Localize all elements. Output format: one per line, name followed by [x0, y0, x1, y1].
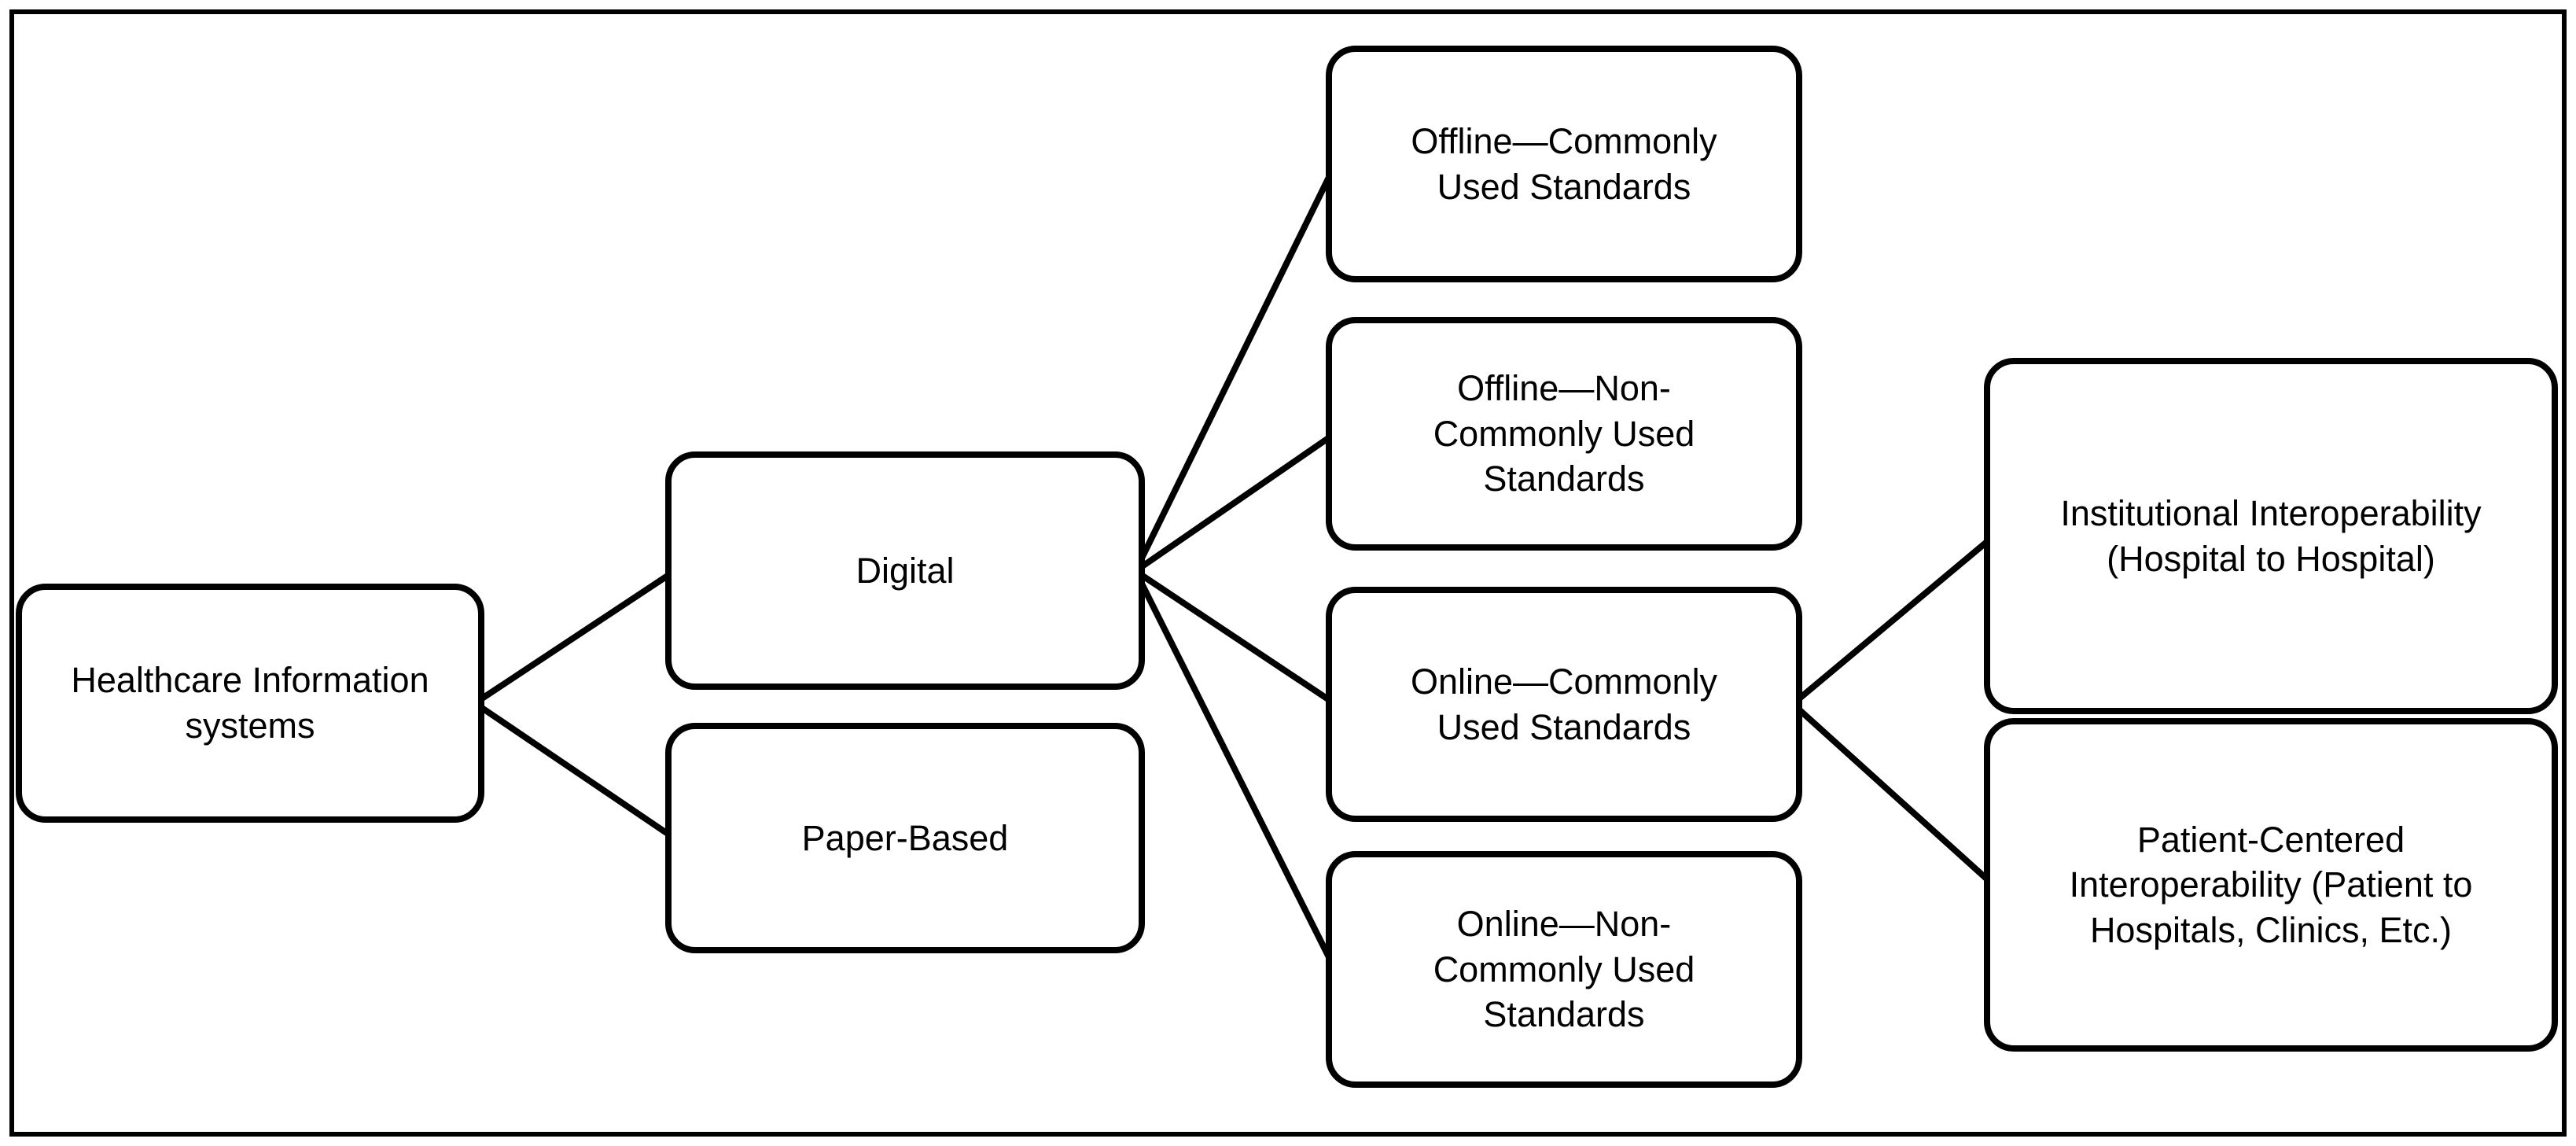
node-online-commonly-used-standards: Online—Commonly Used Standards — [1326, 587, 1802, 822]
node-label: Healthcare Information systems — [71, 660, 429, 746]
node-paper-based: Paper-Based — [665, 723, 1145, 953]
connector-digital-offline-non — [1133, 430, 1338, 574]
node-digital: Digital — [665, 451, 1145, 690]
node-institutional-interoperability: Institutional Interoperability (Hospital… — [1984, 358, 2558, 714]
node-label: Patient-Centered Interoperability (Patie… — [2069, 819, 2473, 950]
node-label: Digital — [856, 550, 955, 591]
node-offline-commonly-used-standards: Offline—Commonly Used Standards — [1326, 46, 1802, 282]
connector-digital-online-common — [1133, 568, 1338, 707]
diagram-border — [9, 9, 2567, 1137]
node-offline-non-commonly-used-standards: Offline—Non- Commonly Used Standards — [1326, 317, 1802, 551]
connector-healthcare-digital — [473, 568, 677, 706]
node-label: Paper-Based — [801, 817, 1009, 858]
connector-digital-offline-common — [1132, 163, 1338, 573]
node-patient-centered-interoperability: Patient-Centered Interoperability (Patie… — [1984, 718, 2558, 1052]
connector-online-patient — [1790, 702, 1996, 887]
node-label: Offline—Non- Commonly Used Standards — [1433, 368, 1695, 499]
node-healthcare-information-systems: Healthcare Information systems — [16, 584, 484, 823]
node-label: Offline—Commonly Used Standards — [1411, 120, 1717, 207]
node-label: Online—Non- Commonly Used Standards — [1433, 904, 1695, 1035]
connector-digital-online-non — [1132, 569, 1338, 971]
connector-healthcare-paper — [473, 700, 677, 842]
connector-online-institutional — [1790, 533, 1996, 707]
node-label: Institutional Interoperability (Hospital… — [2060, 492, 2482, 579]
node-label: Online—Commonly Used Standards — [1410, 661, 1718, 747]
node-online-non-commonly-used-standards: Online—Non- Commonly Used Standards — [1326, 851, 1802, 1088]
